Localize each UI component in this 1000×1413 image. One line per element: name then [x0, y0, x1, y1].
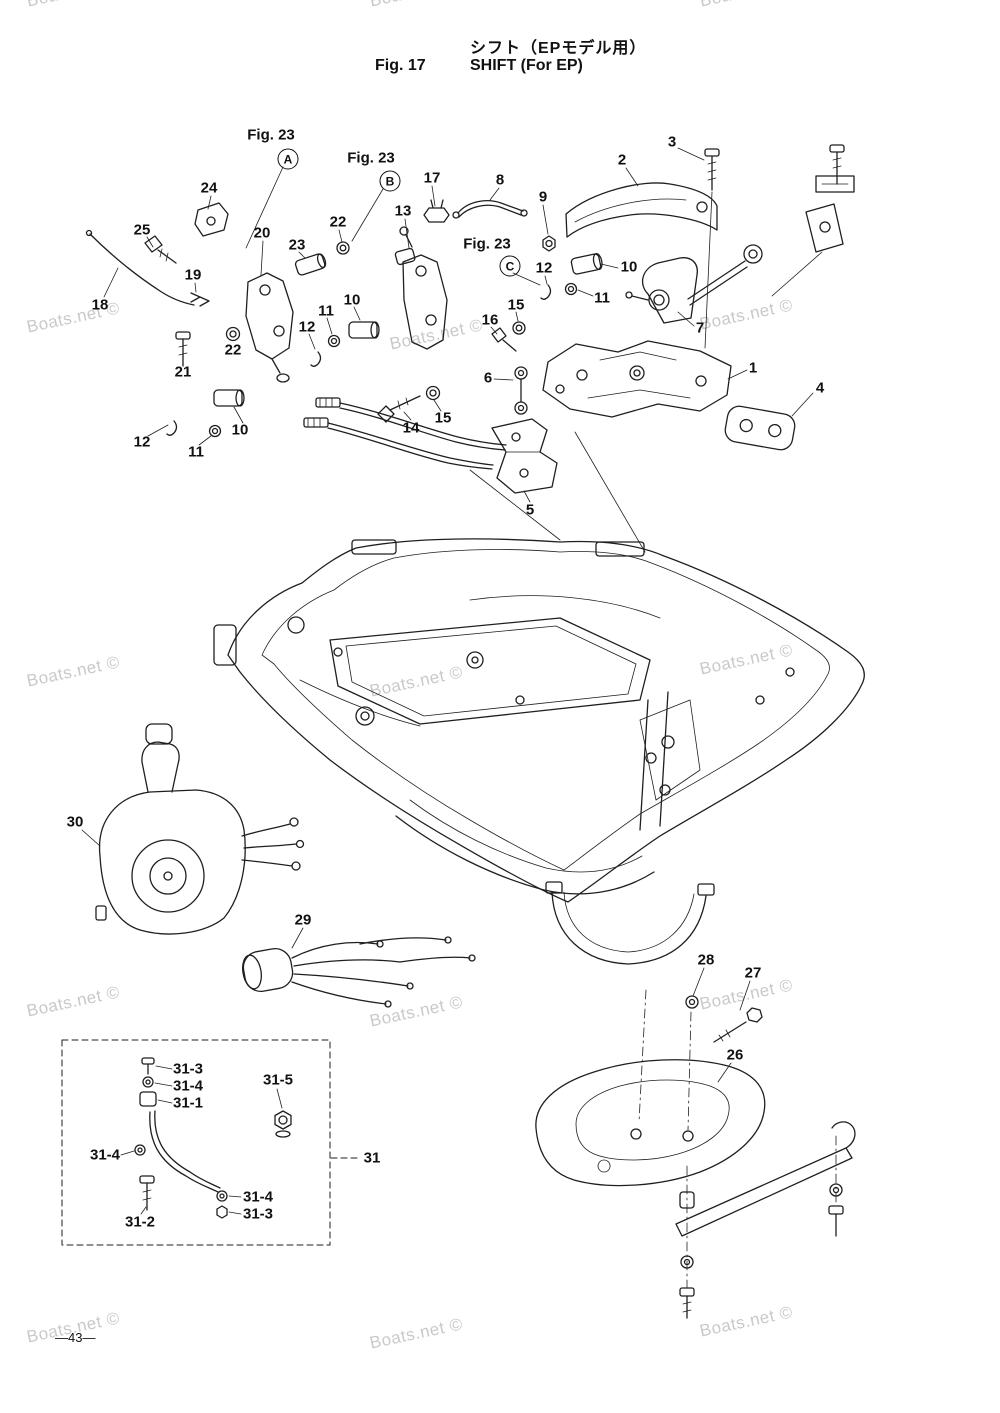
part-label-31-4: 31-4: [89, 1146, 121, 1164]
top-assembly-drawing: [85, 144, 855, 494]
part-label-31: 31: [363, 1149, 381, 1167]
part-label-28: 28: [697, 951, 715, 969]
part-label-7: 7: [695, 319, 705, 337]
part-label-24: 24: [200, 179, 218, 197]
part-label-12: 12: [535, 259, 553, 277]
page-number: —43—: [55, 1330, 96, 1345]
part-label-20: 20: [253, 224, 271, 242]
figure-title-en: SHIFT (For EP): [470, 57, 583, 74]
part-label-5: 5: [525, 501, 535, 519]
subassembly-31-drawing: [61, 1039, 331, 1246]
part-label-19: 19: [184, 266, 202, 284]
part-label-22: 22: [329, 213, 347, 231]
part-label-30: 30: [66, 813, 84, 831]
part-label-31-2: 31-2: [124, 1213, 156, 1231]
part-label-4: 4: [815, 379, 825, 397]
part-label-10: 10: [343, 291, 361, 309]
figure-ref-circle-a: A: [277, 148, 299, 170]
part-label-14: 14: [402, 419, 420, 437]
part-label-13: 13: [394, 202, 412, 220]
remote-control-drawing: [95, 723, 305, 935]
figure-ref-label: Fig. 23: [347, 149, 395, 167]
part-label-18: 18: [91, 296, 109, 314]
part-label-22: 22: [224, 341, 242, 359]
figure-ref-circle-c: C: [499, 255, 521, 277]
part-label-17: 17: [423, 169, 441, 187]
figure-ref-label: Fig. 23: [247, 126, 295, 144]
part-label-31-5: 31-5: [262, 1071, 294, 1089]
part-label-15: 15: [434, 409, 452, 427]
figure-title-jp: シフト（EPモデル用）: [470, 40, 647, 57]
mount-assembly-drawing: [535, 995, 856, 1319]
figure-ref-circle-b: B: [379, 170, 401, 192]
part-label-23: 23: [288, 236, 306, 254]
part-label-27: 27: [744, 964, 762, 982]
part-label-2: 2: [617, 151, 627, 169]
part-label-12: 12: [298, 318, 316, 336]
part-label-31-4: 31-4: [242, 1188, 274, 1206]
part-label-10: 10: [620, 258, 638, 276]
part-label-6: 6: [483, 369, 493, 387]
part-label-31-1: 31-1: [172, 1094, 204, 1112]
part-label-11: 11: [188, 443, 204, 461]
part-label-21: 21: [174, 363, 192, 381]
part-label-12: 12: [133, 433, 151, 451]
bottom-cowling-drawing: [213, 538, 865, 965]
part-label-26: 26: [726, 1046, 744, 1064]
part-label-31-3: 31-3: [242, 1205, 274, 1223]
figure-ref-label: Fig. 23: [463, 235, 511, 253]
wire-harness-drawing: [242, 936, 476, 1008]
part-label-15: 15: [507, 296, 525, 314]
part-label-29: 29: [294, 911, 312, 929]
part-label-11: 11: [318, 302, 334, 320]
part-label-25: 25: [133, 221, 151, 239]
part-label-11: 11: [594, 289, 610, 307]
part-label-3: 3: [667, 133, 677, 151]
figure-number: Fig. 17: [375, 57, 426, 74]
part-label-31-3: 31-3: [172, 1060, 204, 1078]
part-label-9: 9: [538, 188, 548, 206]
part-label-8: 8: [495, 171, 505, 189]
part-label-1: 1: [748, 359, 758, 377]
part-label-16: 16: [481, 311, 499, 329]
part-label-10: 10: [231, 421, 249, 439]
part-label-31-4: 31-4: [172, 1077, 204, 1095]
